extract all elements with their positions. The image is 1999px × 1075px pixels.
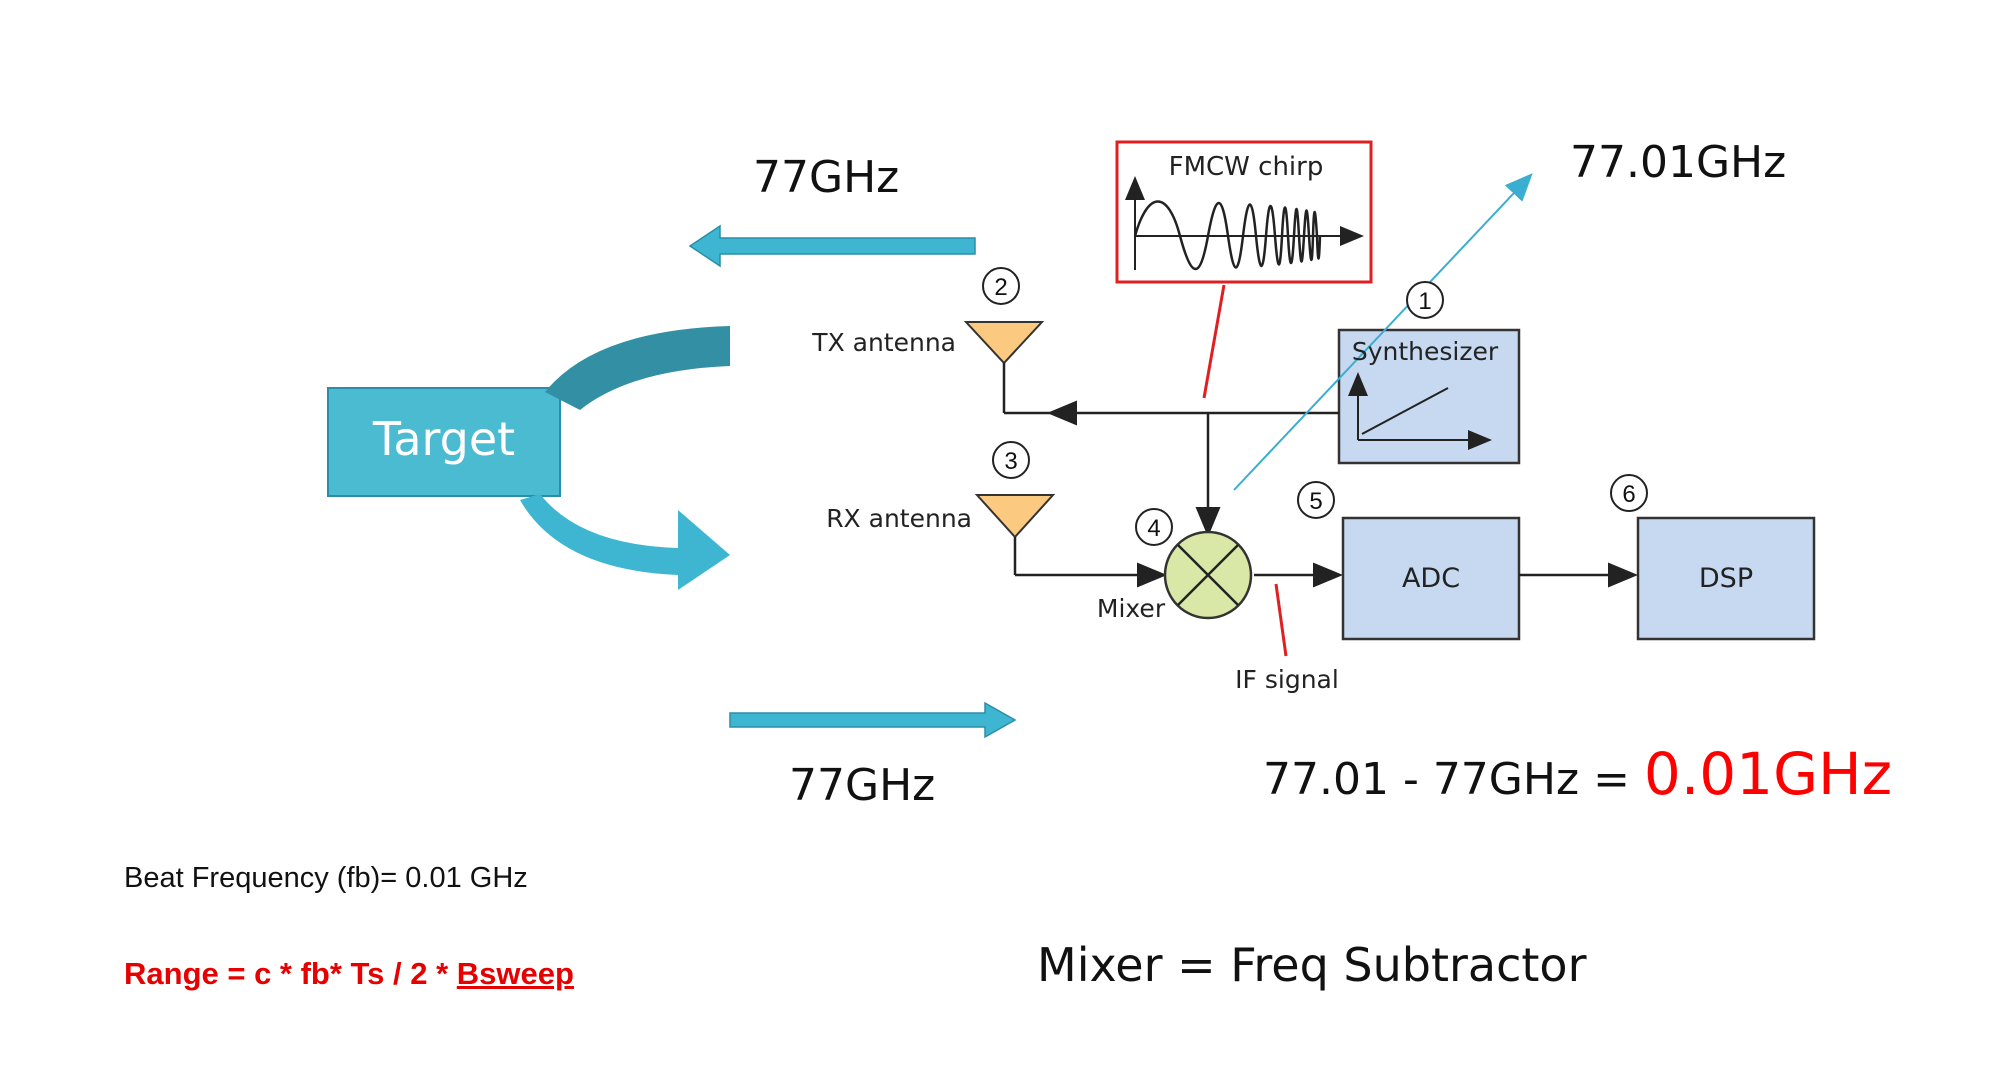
range-formula-bsweep: Bsweep bbox=[456, 956, 574, 991]
range-formula: Range = c * fb* Ts / 2 * Bsweep bbox=[124, 956, 574, 992]
fmcw-chirp-box bbox=[1115, 140, 1373, 284]
curve-arrow-bottom bbox=[520, 494, 730, 590]
tx-antenna bbox=[963, 321, 1045, 365]
tx-antenna-label: TX antenna bbox=[811, 328, 956, 357]
target-box bbox=[327, 387, 561, 497]
step-1: 1 bbox=[1418, 288, 1431, 315]
chirp-frequency-arrow bbox=[1233, 173, 1533, 491]
synthesizer-label: Synthesizer bbox=[1352, 337, 1499, 366]
rx-antenna bbox=[974, 494, 1056, 539]
freq-tx-label: 77GHz bbox=[753, 152, 899, 203]
target-label: Target bbox=[372, 412, 516, 466]
dsp-box bbox=[1636, 516, 1816, 641]
step-5: 5 bbox=[1309, 488, 1322, 515]
arrow-right bbox=[729, 701, 1017, 739]
beat-frequency-note: Beat Frequency (fb)= 0.01 GHz bbox=[124, 862, 528, 894]
range-formula-prefix: Range = c * fb* Ts / 2 * bbox=[124, 956, 457, 991]
dsp-label: DSP bbox=[1699, 563, 1753, 594]
adc-label: ADC bbox=[1402, 563, 1460, 594]
rx-antenna-label: RX antenna bbox=[826, 504, 972, 533]
step-4: 4 bbox=[1147, 515, 1160, 542]
if-signal-label: IF signal bbox=[1235, 665, 1339, 694]
freq-chirp-label: 77.01GHz bbox=[1570, 137, 1786, 188]
step-markers: 1 2 3 4 5 6 bbox=[982, 267, 1648, 546]
chirp-waveform bbox=[1133, 200, 1322, 271]
curve-arrow-top bbox=[545, 326, 730, 410]
fmcw-label: FMCW chirp bbox=[1169, 152, 1324, 182]
step-6: 6 bbox=[1622, 481, 1635, 508]
freq-rx-label: 77GHz bbox=[789, 760, 935, 811]
mixer-definition: Mixer = Freq Subtractor bbox=[1037, 938, 1587, 992]
step-3: 3 bbox=[1004, 448, 1017, 475]
equation-prefix: 77.01 - 77GHz = bbox=[1263, 754, 1644, 805]
step-2: 2 bbox=[994, 274, 1007, 301]
arrow-left bbox=[688, 224, 976, 268]
difference-equation: 77.01 - 77GHz = 0.01GHz bbox=[1263, 740, 1892, 808]
mixer-label: Mixer bbox=[1097, 594, 1166, 623]
adc-box bbox=[1341, 516, 1521, 641]
equation-result: 0.01GHz bbox=[1643, 740, 1893, 808]
